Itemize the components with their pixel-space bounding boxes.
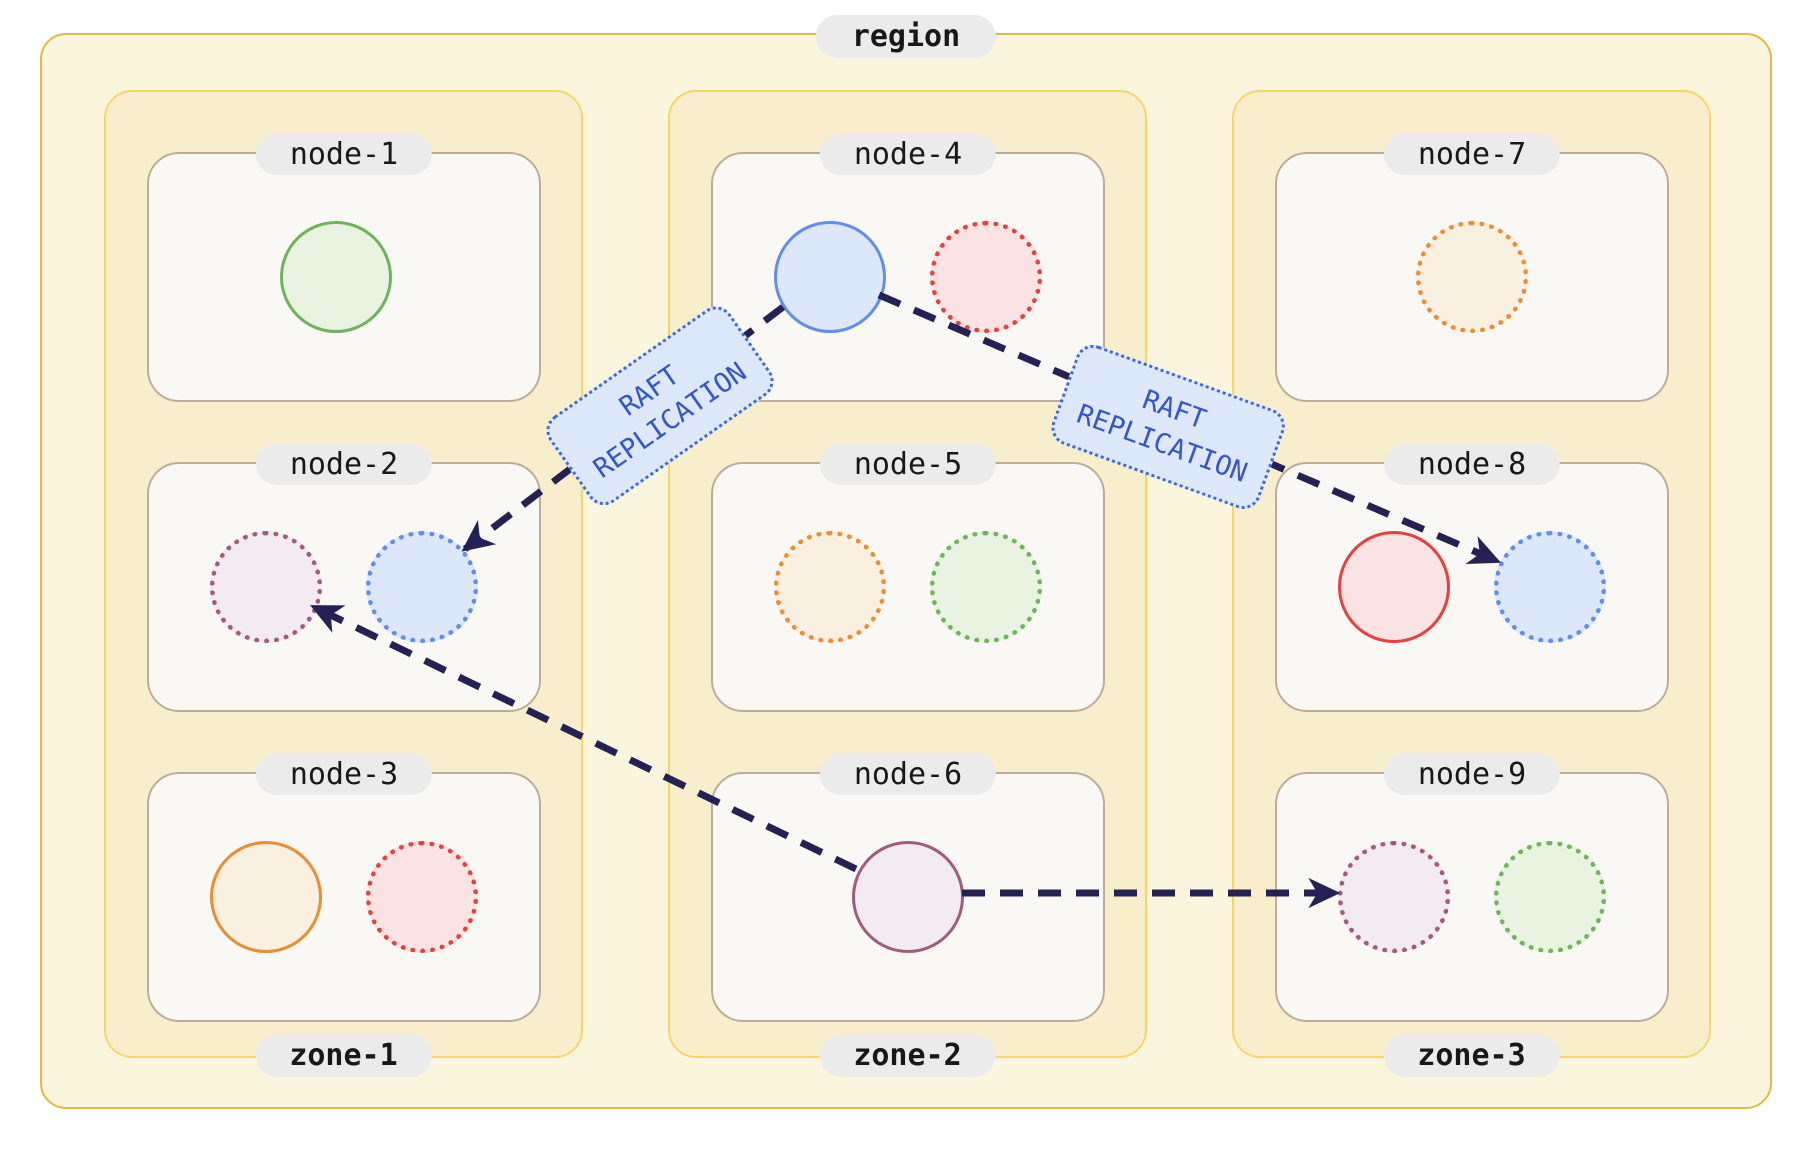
- replica-row: [149, 464, 539, 710]
- green-dotted-replica: [1494, 841, 1606, 953]
- node-label-node-4: node-4: [819, 133, 997, 175]
- purple-solid-replica: [852, 841, 964, 953]
- node-box-node-1: node-1: [147, 133, 541, 402]
- zone-label-zone-2: zone-2: [819, 1034, 996, 1077]
- node-box-node-4: node-4: [711, 133, 1105, 402]
- replica-row: [141, 154, 531, 400]
- replica-row: [713, 774, 1103, 1020]
- region-label: region: [815, 15, 997, 58]
- orange-dotted-replica: [774, 531, 886, 643]
- node-box-node-5: node-5: [711, 443, 1105, 712]
- node-label-node-5: node-5: [819, 443, 997, 485]
- green-solid-replica: [280, 221, 392, 333]
- zone-label-zone-3: zone-3: [1383, 1034, 1560, 1077]
- node-label-node-6: node-6: [819, 753, 997, 795]
- node-label-node-8: node-8: [1383, 443, 1561, 485]
- purple-dotted-replica: [210, 531, 322, 643]
- node-label-node-3: node-3: [255, 753, 433, 795]
- replica-row: [1277, 154, 1667, 400]
- replica-row: [1277, 774, 1667, 1020]
- node-box-node-8: node-8: [1275, 443, 1669, 712]
- node-label-node-2: node-2: [255, 443, 433, 485]
- zone-box-zone-1: node-1 node-2 node-3 zone-1: [104, 90, 583, 1077]
- replica-row: [713, 464, 1103, 710]
- orange-solid-replica: [210, 841, 322, 953]
- node-label-node-1: node-1: [255, 133, 433, 175]
- node-box-node-3: node-3: [147, 753, 541, 1022]
- node-box-node-6: node-6: [711, 753, 1105, 1022]
- node-label-node-7: node-7: [1383, 133, 1561, 175]
- zone-box-zone-3: node-7 node-8 node-9 zone-3: [1232, 90, 1711, 1077]
- red-solid-replica: [1338, 531, 1450, 643]
- orange-dotted-replica: [1416, 221, 1528, 333]
- node-box-node-2: node-2: [147, 443, 541, 712]
- purple-dotted-replica: [1338, 841, 1450, 953]
- node-box-node-7: node-7: [1275, 133, 1669, 402]
- region-box: region node-1 node-2 node-3 zone-1 node-…: [40, 15, 1772, 1109]
- node-label-node-9: node-9: [1383, 753, 1561, 795]
- green-dotted-replica: [930, 531, 1042, 643]
- replica-row: [1277, 464, 1667, 710]
- zone-box-zone-2: node-4 node-5 node-6 zone-2: [668, 90, 1147, 1077]
- node-box-node-9: node-9: [1275, 753, 1669, 1022]
- blue-solid-replica: [774, 221, 886, 333]
- blue-dotted-replica: [366, 531, 478, 643]
- zone-label-zone-1: zone-1: [255, 1034, 432, 1077]
- replica-row: [149, 774, 539, 1020]
- red-dotted-replica: [930, 221, 1042, 333]
- blue-dotted-replica: [1494, 531, 1606, 643]
- replica-row: [713, 154, 1103, 400]
- red-dotted-replica: [366, 841, 478, 953]
